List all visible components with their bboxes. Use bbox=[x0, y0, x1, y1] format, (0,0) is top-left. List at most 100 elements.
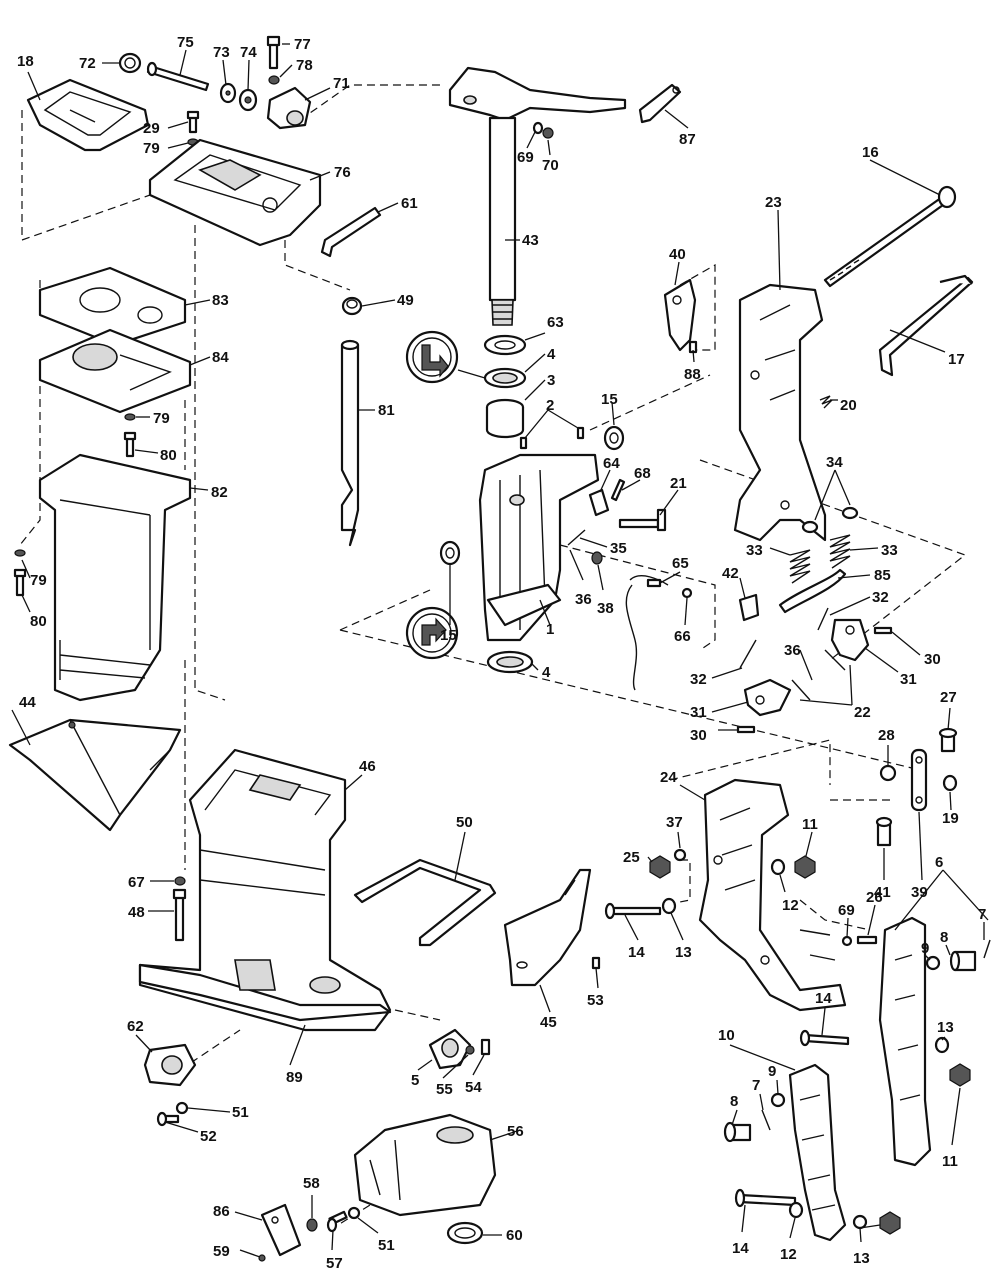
mount-5 bbox=[428, 1028, 472, 1070]
pin-68 bbox=[610, 478, 626, 502]
callout-8b: 8 bbox=[730, 1093, 738, 1110]
icon-lubricant-top bbox=[405, 330, 459, 384]
leader-lines bbox=[11, 43, 989, 1258]
washer-13b bbox=[934, 1036, 950, 1054]
seal-4a bbox=[483, 367, 527, 389]
callout-15a: 15 bbox=[601, 391, 618, 408]
bar-61 bbox=[320, 206, 382, 258]
callout-69a: 69 bbox=[517, 149, 534, 166]
bolt-57 bbox=[326, 1210, 348, 1233]
callout-88: 88 bbox=[684, 366, 701, 383]
callout-8a: 8 bbox=[940, 929, 948, 946]
clamp-bracket-24 bbox=[698, 778, 847, 1012]
stud-41 bbox=[875, 816, 893, 847]
clip-87 bbox=[638, 83, 682, 124]
callout-75: 75 bbox=[177, 34, 194, 51]
washer-55 bbox=[465, 1045, 475, 1055]
bracket-10 bbox=[788, 1063, 847, 1242]
callout-4a: 4 bbox=[547, 346, 556, 363]
pin-35 bbox=[567, 529, 586, 546]
callout-45: 45 bbox=[540, 1014, 557, 1031]
bolt-75 bbox=[146, 61, 210, 92]
screw-53 bbox=[591, 956, 601, 970]
callout-5: 5 bbox=[411, 1072, 419, 1089]
mount-71 bbox=[266, 86, 312, 130]
nut-70 bbox=[542, 127, 554, 139]
callout-38: 38 bbox=[597, 600, 614, 617]
callout-55: 55 bbox=[436, 1081, 453, 1098]
caps-34 bbox=[801, 506, 859, 534]
bolt-14c bbox=[734, 1188, 797, 1208]
callout-77: 77 bbox=[294, 36, 311, 53]
nut-78 bbox=[268, 75, 280, 85]
washer-13c bbox=[852, 1214, 868, 1230]
callout-52: 52 bbox=[200, 1128, 217, 1145]
callout-69b: 69 bbox=[838, 902, 855, 919]
washer-15b bbox=[439, 540, 461, 566]
nut-11c bbox=[879, 1211, 901, 1235]
bushing-49 bbox=[341, 296, 363, 316]
washer-51b bbox=[347, 1206, 361, 1220]
nut-11a bbox=[794, 855, 816, 879]
screws-2 bbox=[519, 426, 585, 450]
callout-14a: 14 bbox=[628, 944, 645, 961]
plate-86 bbox=[260, 1203, 302, 1257]
callout-17: 17 bbox=[948, 351, 965, 368]
callout-11a: 11 bbox=[802, 816, 818, 833]
icon-lubricant-bottom bbox=[405, 606, 459, 660]
callout-16: 16 bbox=[862, 144, 879, 161]
callout-4b: 4 bbox=[542, 664, 551, 681]
callout-14c: 14 bbox=[732, 1240, 749, 1257]
lever-17 bbox=[878, 274, 974, 377]
callout-22: 22 bbox=[854, 704, 871, 721]
callout-15b: 15 bbox=[440, 627, 457, 644]
callout-51b: 51 bbox=[378, 1237, 395, 1254]
callout-11b: 11 bbox=[942, 1153, 958, 1170]
clip-60 bbox=[446, 1221, 484, 1245]
callout-13b: 13 bbox=[937, 1019, 954, 1036]
pins-36 bbox=[791, 649, 846, 701]
bolt-80b bbox=[13, 568, 27, 597]
callout-80a: 80 bbox=[160, 447, 177, 464]
bolt-29 bbox=[186, 110, 200, 134]
callout-39: 39 bbox=[911, 884, 928, 901]
callout-87: 87 bbox=[679, 131, 696, 148]
bolt-48 bbox=[172, 888, 187, 942]
callout-51a: 51 bbox=[232, 1104, 249, 1121]
bolt-77 bbox=[266, 35, 281, 70]
bolt-14b bbox=[799, 1029, 850, 1047]
springs-33 bbox=[789, 534, 851, 584]
callout-37: 37 bbox=[666, 814, 683, 831]
callout-9b: 9 bbox=[768, 1063, 776, 1080]
washer-63 bbox=[483, 334, 527, 356]
callout-24: 24 bbox=[660, 769, 677, 786]
washer-9b bbox=[770, 1092, 786, 1108]
callout-71: 71 bbox=[333, 75, 350, 92]
seal-50 bbox=[353, 858, 497, 947]
bolt-52 bbox=[156, 1111, 180, 1127]
callout-80b: 80 bbox=[30, 613, 47, 630]
wire-65 bbox=[625, 575, 669, 691]
pin-21 bbox=[618, 508, 667, 532]
bolt-14a bbox=[604, 902, 662, 920]
screw-30a bbox=[873, 626, 893, 635]
callout-30b: 30 bbox=[690, 727, 707, 744]
callout-9a: 9 bbox=[921, 940, 929, 957]
callout-57: 57 bbox=[326, 1255, 343, 1272]
pin-7a bbox=[983, 939, 991, 959]
callout-32a: 32 bbox=[872, 589, 889, 606]
bolt-26 bbox=[856, 935, 878, 945]
spring-20 bbox=[819, 395, 833, 409]
bolt-27 bbox=[938, 727, 958, 753]
nut-38 bbox=[591, 551, 603, 565]
callout-59: 59 bbox=[213, 1243, 230, 1260]
callout-7b: 7 bbox=[752, 1077, 760, 1094]
callout-18: 18 bbox=[17, 53, 34, 70]
callout-49: 49 bbox=[397, 292, 414, 309]
callout-50: 50 bbox=[456, 814, 473, 831]
callout-54: 54 bbox=[465, 1079, 482, 1096]
bolt-80a bbox=[123, 431, 137, 458]
callout-26: 26 bbox=[866, 889, 883, 906]
callout-53: 53 bbox=[587, 992, 604, 1009]
callout-70: 70 bbox=[542, 157, 559, 174]
